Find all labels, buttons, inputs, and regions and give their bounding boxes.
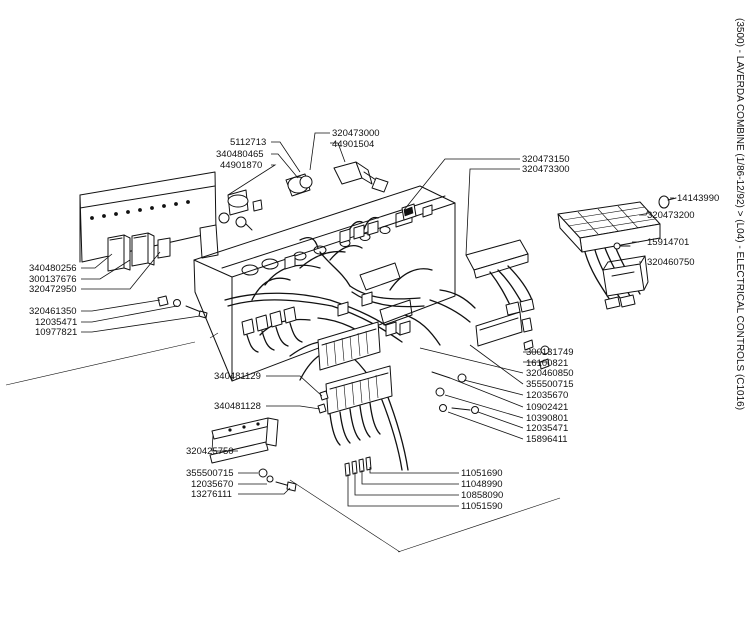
label-14143990: 14143990 (677, 193, 719, 204)
label-10858090: 10858090 (461, 490, 503, 501)
label-320461350: 320461350 (29, 306, 77, 317)
terminals (344, 456, 372, 477)
label-16100821: 16100821 (526, 358, 568, 369)
fuse-box-lower (325, 365, 393, 446)
label-44901870: 44901870 (220, 160, 262, 171)
label-340480465: 340480465 (216, 149, 264, 160)
label-13276111: 13276111 (191, 489, 232, 500)
key-switch (285, 173, 313, 197)
relay-group (107, 224, 219, 272)
label-340481128: 340481128 (214, 401, 261, 412)
label-12035471-left: 12035471 (35, 317, 77, 328)
label-15896411: 15896411 (526, 434, 568, 445)
label-320473200: 320473200 (647, 210, 695, 221)
washers-right (431, 339, 550, 414)
bolt-lower-left (258, 468, 297, 492)
label-340481129: 340481129 (214, 371, 261, 382)
label-12035670-left: 12035670 (191, 479, 233, 490)
clip-and-bolt-left (157, 295, 208, 319)
label-300137676: 300137676 (29, 274, 77, 285)
label-320460850: 320460850 (526, 368, 574, 379)
buzzer-module (602, 255, 649, 297)
label-5112713: 5112713 (230, 137, 266, 148)
fuse-box-upper (317, 321, 381, 371)
label-355500715-right: 355500715 (526, 379, 574, 390)
mounting-brackets (209, 390, 329, 464)
label-15914701: 15914701 (647, 237, 689, 248)
leader-lines (81, 132, 674, 507)
label-320473000: 320473000 (332, 128, 380, 139)
label-10390801: 10390801 (526, 413, 568, 424)
label-355500715-left: 355500715 (186, 468, 234, 479)
label-300131749: 300131749 (526, 347, 574, 358)
label-320460750: 320460750 (647, 257, 695, 268)
relay-bank-right (475, 311, 533, 347)
rocker-switch-top (333, 161, 389, 193)
label-320473300: 320473300 (522, 164, 570, 175)
toggle-switch-assembly (465, 239, 535, 316)
label-320472950: 320472950 (29, 284, 77, 295)
label-10902421: 10902421 (526, 402, 568, 413)
label-12035670-right: 12035670 (526, 390, 568, 401)
label-44901504: 44901504 (332, 139, 374, 150)
ignition-switch-group (218, 189, 263, 231)
console-floor-outline (5, 332, 561, 553)
pilot-cap (658, 195, 677, 209)
part-number-labels: 5112713 340480465 44901870 320473000 449… (29, 128, 719, 512)
label-320473150: 320473150 (522, 154, 570, 165)
label-11051590: 11051590 (461, 501, 503, 512)
label-340480256: 340480256 (29, 263, 77, 274)
label-320425750: 320425750 (186, 446, 234, 457)
diagram-title: (3500) - LAVERDA COMBINE (1/86-12/92) > … (734, 18, 745, 410)
label-11048990: 11048990 (461, 479, 503, 490)
screw-right (613, 242, 631, 250)
console-connectors (284, 220, 411, 337)
plug-row-left (241, 306, 303, 353)
label-12035471-right: 12035471 (526, 423, 568, 434)
rocker-switch-right (401, 203, 417, 221)
label-10977821: 10977821 (35, 327, 77, 338)
label-11051690: 11051690 (461, 468, 503, 479)
